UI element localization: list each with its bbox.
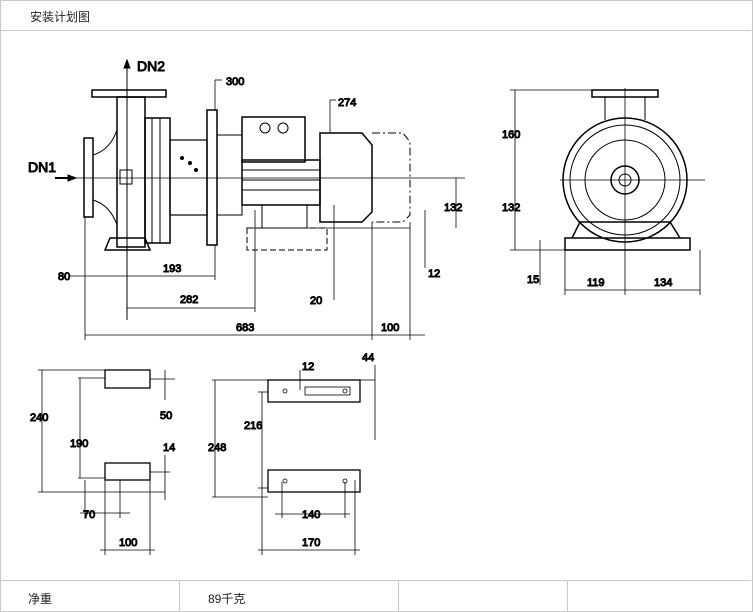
dim-80: 80 [58,271,70,283]
pump-side-view [55,58,465,320]
dim-170: 170 [302,537,320,549]
side-view-dimensions [70,79,457,340]
empty-cell [568,581,751,611]
base-plan [212,365,376,555]
dim-683: 683 [236,322,254,334]
weight-value: 89千克 [180,581,399,611]
dim-193: 193 [163,263,181,275]
dim-100-foot: 100 [119,537,137,549]
dim-248: 248 [208,442,226,454]
dim-132: 132 [444,202,462,214]
dim-44: 44 [362,352,374,364]
dim-216: 216 [244,420,262,432]
dim-119: 119 [587,277,605,289]
dim-70: 70 [83,509,95,521]
end-view-dimensions [510,89,701,295]
dim-240: 240 [30,412,48,424]
weight-row: 净重 89千克 [0,580,751,611]
section-header: 安装计划图 [0,0,751,31]
dn2-label: DN2 [137,58,165,74]
dim-282: 282 [180,294,198,306]
dim-12-base: 12 [302,361,314,373]
dim-300: 300 [226,76,244,88]
dim-160: 160 [502,129,520,141]
empty-cell [399,581,568,611]
dim-50: 50 [160,410,172,422]
installation-drawing: DN2 DN1 300 274 80 193 282 683 100 132 1… [28,58,705,555]
dim-14: 14 [163,442,175,454]
dim-15: 15 [527,274,539,286]
weight-label: 净重 [0,581,180,611]
dim-100: 100 [381,322,399,334]
section-title: 安装计划图 [30,10,91,24]
dim-132-end: 132 [502,202,520,214]
dim-20: 20 [310,295,322,307]
dim-140: 140 [302,509,320,521]
pump-end-view [560,88,705,295]
dim-274: 274 [338,97,356,109]
dim-134: 134 [654,277,672,289]
dn1-label: DN1 [28,159,56,175]
dim-190: 190 [70,438,88,450]
foot-plan [38,369,175,555]
dim-12: 12 [428,268,440,280]
